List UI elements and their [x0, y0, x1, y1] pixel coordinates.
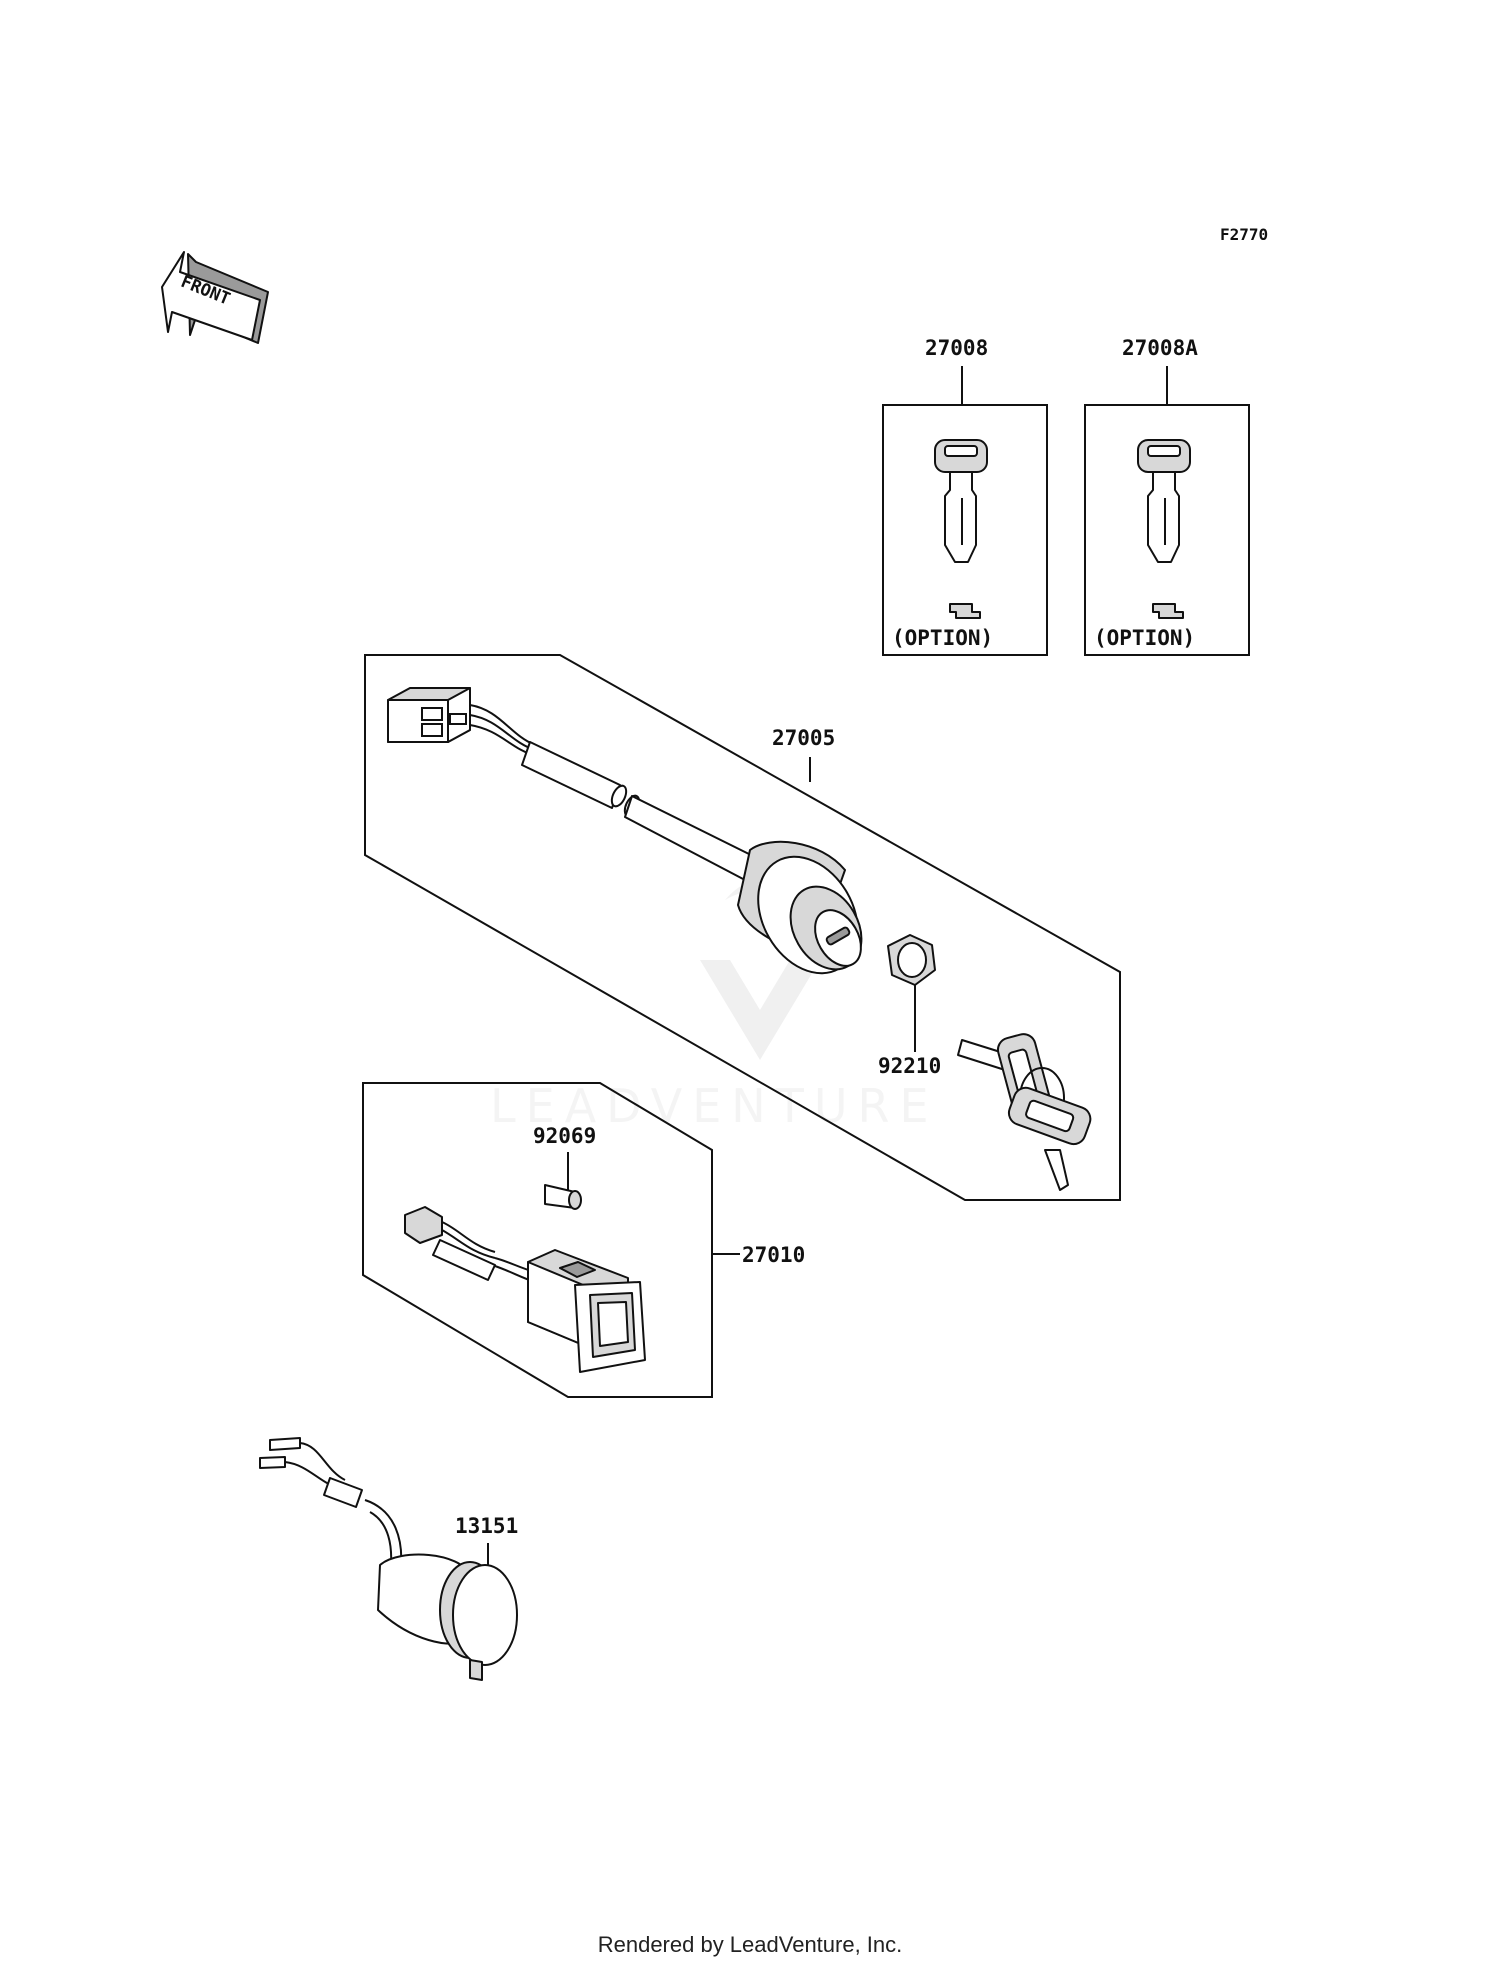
leadventure-watermark: LEADVENTURE: [490, 880, 939, 1133]
switch-27010-connector-icon: [404, 1206, 536, 1283]
option-label-27008a: (OPTION): [1094, 626, 1195, 650]
key-blade-icon: [944, 471, 977, 563]
switch-cable-icon: [521, 741, 621, 809]
key-blade-icon: [1147, 471, 1180, 563]
part-13151-wire-icon: [259, 1437, 403, 1576]
part-13151-body-icon: [377, 1553, 518, 1681]
part-13151[interactable]: 13151: [259, 1437, 518, 1681]
front-arrow-icon: FRONT: [161, 251, 269, 344]
callout-27008: 27008: [925, 336, 988, 360]
assembly-27005-outline: [364, 654, 1121, 1201]
option-label-27008: (OPTION): [892, 626, 993, 650]
switch-27010-body-icon: [527, 1249, 646, 1373]
callout-27008a: 27008A: [1122, 336, 1198, 360]
switch-connector-icon: [387, 687, 471, 743]
key-set-icon: [957, 1033, 1092, 1191]
callout-92210: 92210: [878, 1054, 941, 1078]
part-27008a-key[interactable]: 27008A (OPTION): [1084, 336, 1250, 656]
part-27010-switch[interactable]: 27010 92069: [362, 1082, 805, 1398]
part-27005-ignition-switch[interactable]: 27005: [364, 654, 1121, 1201]
key-code-icon: [1152, 603, 1184, 619]
footer-credit: Rendered by LeadVenture, Inc.: [597, 1932, 903, 1957]
key-27008-box: [882, 404, 1048, 656]
assembly-27010-outline: [362, 1082, 713, 1398]
callout-27005: 27005: [772, 726, 835, 750]
part-92069-bulb[interactable]: 92069: [533, 1124, 596, 1210]
part-27008-key[interactable]: 27008 (OPTION): [882, 336, 1048, 656]
callout-27010: 27010: [742, 1243, 805, 1267]
reference-code: F2770: [1220, 225, 1268, 244]
callout-92069: 92069: [533, 1124, 596, 1148]
ignition-switch-body-icon: [737, 840, 863, 975]
key-27008a-box: [1084, 404, 1250, 656]
callout-13151: 13151: [455, 1514, 518, 1538]
part-92210-nut[interactable]: 92210: [878, 934, 941, 1078]
key-code-icon: [949, 603, 981, 619]
watermark-text: LEADVENTURE: [490, 1079, 939, 1133]
